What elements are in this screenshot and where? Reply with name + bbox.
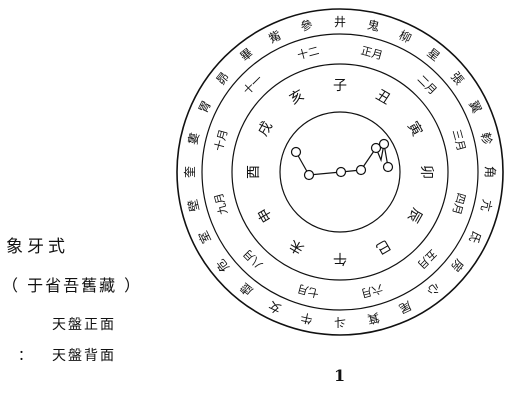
inner-ring-glyph: 未 [287,236,307,257]
ring-circles [176,8,504,336]
middle-ring-glyph: 八月 [241,247,266,272]
middle-ring-glyph: 九月 [212,191,230,216]
constellation-star [303,169,315,181]
center-constellation [290,138,394,181]
outer-ring-glyph: 壁 [185,198,202,213]
figure-caption-back: ： 天盤背面 [18,345,116,365]
figure-caption-front: 天盤正面 [52,317,116,333]
inner-ring-glyph: 子 [333,78,347,94]
center-circle [279,111,401,233]
middle-inner-circle [231,63,449,281]
inner-ring-glyph: 丑 [373,87,393,108]
middle-ring-glyph: 五月 [415,247,440,272]
middle-ring-glyph: 四月 [450,191,468,216]
middle-ring-glyph: 十月 [211,128,230,153]
inner-ring-glyph: 辰 [404,205,425,225]
inner-ring-glyph: 戌 [255,119,276,139]
outer-circle [176,8,504,336]
inner-ring-glyph: 卯 [418,165,434,179]
outer-ring-glyph: 胃 [196,98,214,115]
middle-ring-glyph: 六月 [359,282,384,300]
outer-ring-glyph: 斗 [334,315,346,329]
figure-number: 1 [334,366,346,385]
middle-ring-glyph: 十二 [296,43,321,62]
outer-ring-glyph: 氐 [466,229,484,246]
outer-ring-glyph: 婁 [186,131,202,146]
inner-ring-glyph: 午 [333,250,347,266]
constellation-star [378,138,390,150]
constellation-star [382,161,394,173]
middle-ring-glyph: 二月 [415,73,440,98]
outer-ring-glyph: 虛 [237,280,255,298]
outer-ring-glyph: 角 [483,166,497,178]
outer-ring-glyph: 柳 [397,28,414,46]
inner-ring-glyph: 巳 [373,236,393,257]
constellation-star [370,142,382,154]
back-label: 天盤背面 [52,348,116,364]
outer-ring-glyph: 參 [299,17,314,34]
inner-ring-glyph: 酉 [246,165,262,179]
outer-inner-circle [201,33,479,311]
outer-ring-glyph: 室 [195,229,214,246]
figure-caption-source: （ 于省吾舊藏 ） [2,276,143,295]
outer-ring-glyph: 張 [448,69,466,87]
middle-ring-glyph: 正月 [359,44,384,62]
outer-ring-glyph: 尾 [397,298,414,316]
outer-ring-glyph: 軫 [478,131,495,146]
figure-caption-name: 象牙式 [6,237,69,257]
outer-ring-glyph: 昴 [213,69,231,87]
outer-ring-glyph: 房 [448,256,467,275]
constellation-star [355,164,367,176]
inner-ring-glyph: 亥 [287,87,307,108]
outer-ring-glyph: 危 [213,256,231,274]
back-marker: ： [18,348,34,364]
middle-ring-glyph: 三月 [450,128,468,153]
constellation-star [335,166,347,178]
outer-ring-glyph: 奎 [182,166,197,178]
outer-ring-glyph: 觜 [266,28,283,46]
outer-ring-glyph: 星 [424,45,442,63]
outer-ring-glyph: 井 [334,15,346,29]
outer-ring-glyph: 亢 [478,198,495,213]
outer-ring-glyph: 女 [266,298,283,317]
middle-ring-glyph: 七月 [296,282,321,300]
constellation-star [290,146,302,158]
outer-ring-glyph: 畢 [237,45,255,63]
outer-ring-glyph: 箕 [366,310,381,326]
outer-ring-glyph: 鬼 [366,17,381,34]
outer-ring-glyph: 心 [424,280,442,298]
outer-ring-glyph: 翼 [466,98,484,115]
middle-ring-glyph: 十一 [240,72,265,97]
inner-ring-glyph: 申 [255,205,276,225]
outer-ring-glyph: 牛 [299,310,314,327]
inner-ring-glyph: 寅 [404,118,426,139]
